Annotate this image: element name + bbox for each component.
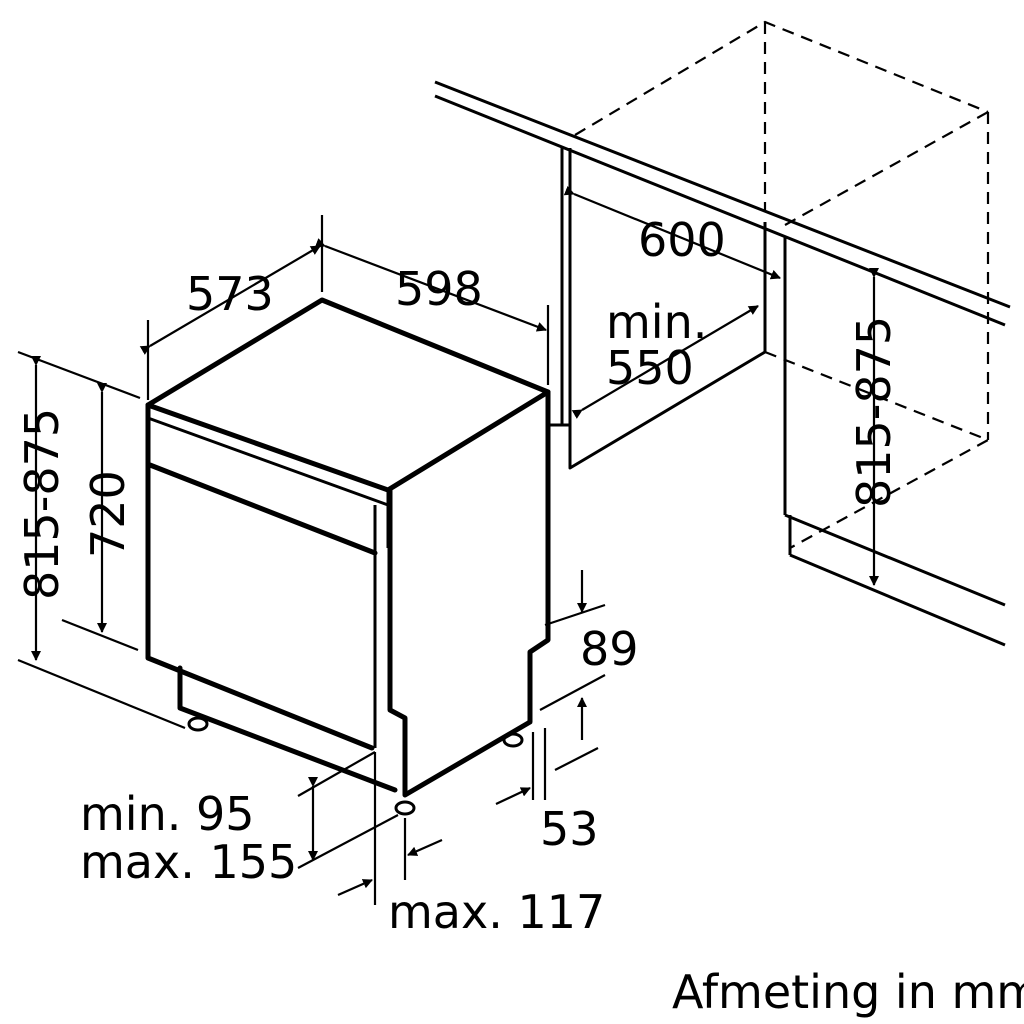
feet-min-label: min. 95: [80, 787, 255, 841]
niche-depth-value-label: 550: [606, 341, 694, 395]
dishwasher-body: [145, 297, 551, 816]
width-label: 598: [395, 262, 483, 316]
niche-height-label: 815-875: [847, 316, 901, 508]
units-note: Afmeting in mm: [672, 965, 1024, 1019]
plinth-max-label: max. 117: [388, 885, 605, 939]
foot-icon: [502, 732, 524, 748]
dimension-lines: [17, 185, 879, 905]
dimension-labels: 573 598 815-875 720 600 min. 550 815-875…: [15, 213, 901, 939]
niche-width-label: 600: [638, 213, 726, 267]
kitchen-niche: [434, 20, 1011, 647]
foot-icon: [187, 716, 209, 732]
plinth-gap-label: 53: [540, 802, 599, 856]
foot-icon: [394, 800, 416, 816]
height-front-label: 720: [81, 470, 135, 558]
niche-depth-min-label: min.: [606, 295, 707, 349]
depth-label: 573: [186, 267, 274, 321]
plinth-top-label: 89: [580, 622, 639, 676]
feet-max-label: max. 155: [80, 835, 297, 889]
height-total-label: 815-875: [15, 408, 69, 600]
